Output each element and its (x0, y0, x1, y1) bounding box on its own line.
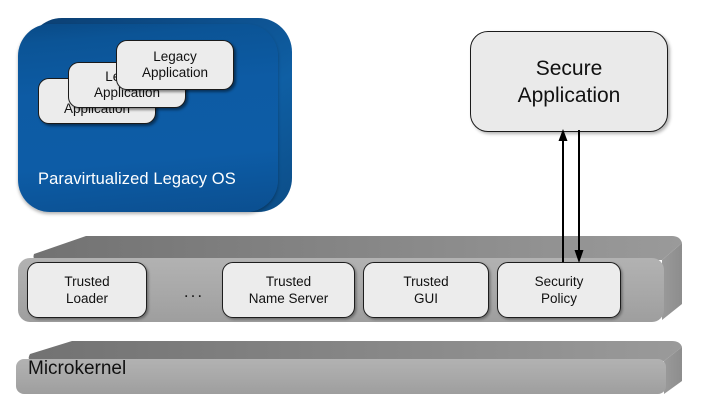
service-name-server-line2: Name Server (248, 291, 329, 306)
service-trusted-loader-line1: Trusted (64, 274, 110, 289)
service-security-policy-line1: Security (534, 274, 584, 289)
secure-application-line2: Application (517, 83, 621, 107)
service-box-security-policy[interactable]: Security Policy (497, 262, 621, 318)
services-ellipsis: ... (183, 282, 205, 301)
legacy-application-card-3-line2: Application (141, 65, 209, 80)
service-box-trusted-loader[interactable]: Trusted Loader (27, 262, 147, 318)
services-slab-top-face (33, 236, 682, 260)
service-trusted-loader-line2: Loader (65, 291, 109, 306)
microkernel-label: Microkernel (28, 358, 127, 379)
services-slab-side-face (662, 243, 682, 320)
microkernel-slab (16, 341, 682, 394)
secure-application-box[interactable]: Secure Application (470, 31, 668, 132)
microkernel-slab-front-face (16, 359, 666, 394)
secure-application-line1: Secure (535, 56, 603, 80)
legacy-application-card-3-line1: Legacy (153, 49, 197, 64)
service-box-trusted-gui[interactable]: Trusted GUI (363, 262, 489, 318)
microkernel-slab-top-face (28, 341, 682, 361)
service-name-server-line1: Trusted (265, 274, 312, 289)
service-trusted-gui-line1: Trusted (403, 274, 449, 289)
legacy-os-label: Paravirtualized Legacy OS (38, 170, 236, 188)
legacy-application-card-3[interactable]: Legacy Application (116, 40, 234, 90)
service-trusted-gui-line2: GUI (413, 291, 438, 306)
service-security-policy-line2: Policy (540, 291, 577, 306)
microkernel-slab-side-face (664, 347, 682, 394)
service-box-trusted-name-server[interactable]: Trusted Name Server (222, 262, 355, 318)
